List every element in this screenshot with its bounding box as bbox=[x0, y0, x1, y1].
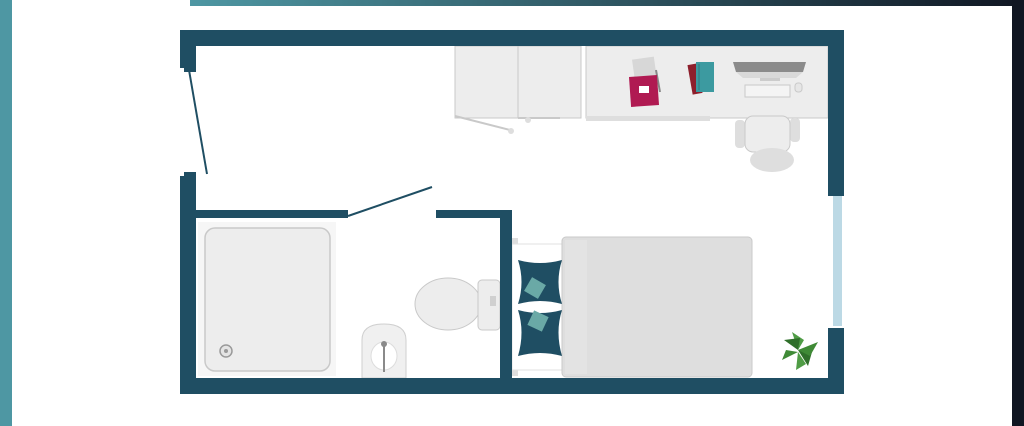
plant-icon bbox=[782, 332, 818, 370]
notebook-icon bbox=[628, 56, 661, 107]
shower-tray-icon bbox=[198, 222, 336, 376]
bidet-icon bbox=[361, 323, 407, 379]
pillows-icon bbox=[518, 260, 562, 356]
keyboard-icon bbox=[744, 82, 803, 98]
bathroom-door-swing bbox=[347, 186, 433, 217]
bed-icon bbox=[511, 236, 753, 378]
books-icon bbox=[687, 62, 714, 95]
entrance-door-swing bbox=[188, 69, 208, 175]
frame-edge-top bbox=[190, 0, 1024, 6]
frame-edge-left bbox=[0, 0, 12, 426]
window bbox=[833, 196, 842, 326]
walls bbox=[180, 30, 844, 394]
toilet-icon bbox=[414, 277, 501, 331]
wardrobe-icon bbox=[454, 45, 582, 134]
desk-chair-icon bbox=[735, 115, 800, 172]
computer-monitor-icon bbox=[733, 62, 806, 81]
frame-edge-right bbox=[1012, 0, 1024, 426]
